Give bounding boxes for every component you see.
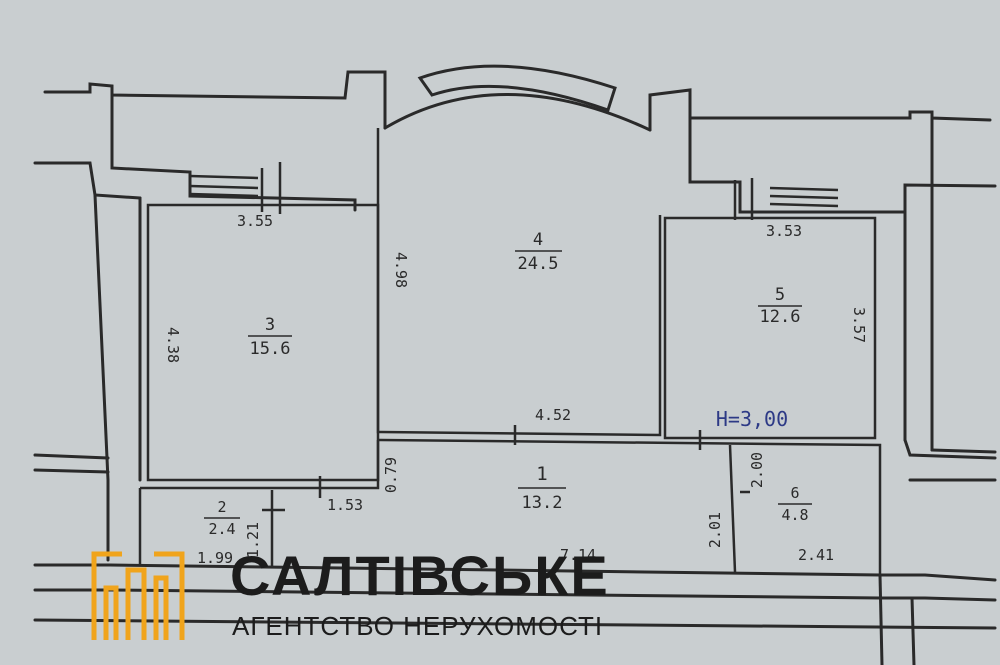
room-2-area: 2.4 (208, 520, 235, 538)
room-partitions (138, 128, 882, 575)
dim-room2-width: 1.99 (197, 549, 233, 567)
agency-logo-icon (91, 551, 185, 640)
dim-room2-height: 1.21 (244, 522, 262, 558)
room-4-number: 4 (533, 230, 543, 250)
room-3-number: 3 (265, 315, 275, 335)
room-1-number: 1 (536, 463, 547, 485)
dim-room2-door: 1.53 (327, 496, 363, 514)
room-5-number: 5 (775, 285, 785, 305)
agency-watermark: САЛТІВСЬКЕ АГЕНТСТВО НЕРУХОМОСТІ (88, 548, 688, 648)
agency-subtitle: АГЕНТСТВО НЕРУХОМОСТІ (232, 611, 604, 641)
dim-room5-width: 3.53 (766, 222, 802, 240)
ceiling-height-note: H=3,00 (716, 407, 788, 431)
room-1-area: 13.2 (522, 493, 563, 513)
dim-room4-width: 4.52 (535, 406, 571, 424)
room-3-area: 15.6 (250, 339, 291, 359)
dim-room5-height: 3.57 (850, 307, 868, 343)
dim-room6-height-top: 2.00 (748, 452, 766, 488)
room-6-number: 6 (790, 484, 799, 502)
dim-room1-depth: 0.79 (382, 457, 400, 493)
room-5-area: 12.6 (760, 307, 801, 327)
dim-room1-length: 7.14 (560, 546, 596, 564)
room-4-area: 24.5 (518, 254, 559, 274)
room-labels: 3 15.6 4 24.5 5 12.6 1 13.2 2 2.4 6 4.8 (204, 230, 812, 538)
room-6-area: 4.8 (781, 506, 808, 524)
room-2-number: 2 (217, 498, 226, 516)
dim-room3-width: 3.55 (237, 212, 273, 230)
dim-room6-height-left: 2.01 (706, 512, 724, 548)
dim-room4-height: 4.98 (392, 252, 410, 288)
agency-name: САЛТІВСЬКЕ (230, 544, 610, 607)
dim-room6-width: 2.41 (798, 546, 834, 564)
dimension-labels: 3.55 4.38 4.98 4.52 3.53 3.57 0.79 1.53 … (164, 212, 868, 567)
dim-room3-height: 4.38 (164, 327, 182, 363)
